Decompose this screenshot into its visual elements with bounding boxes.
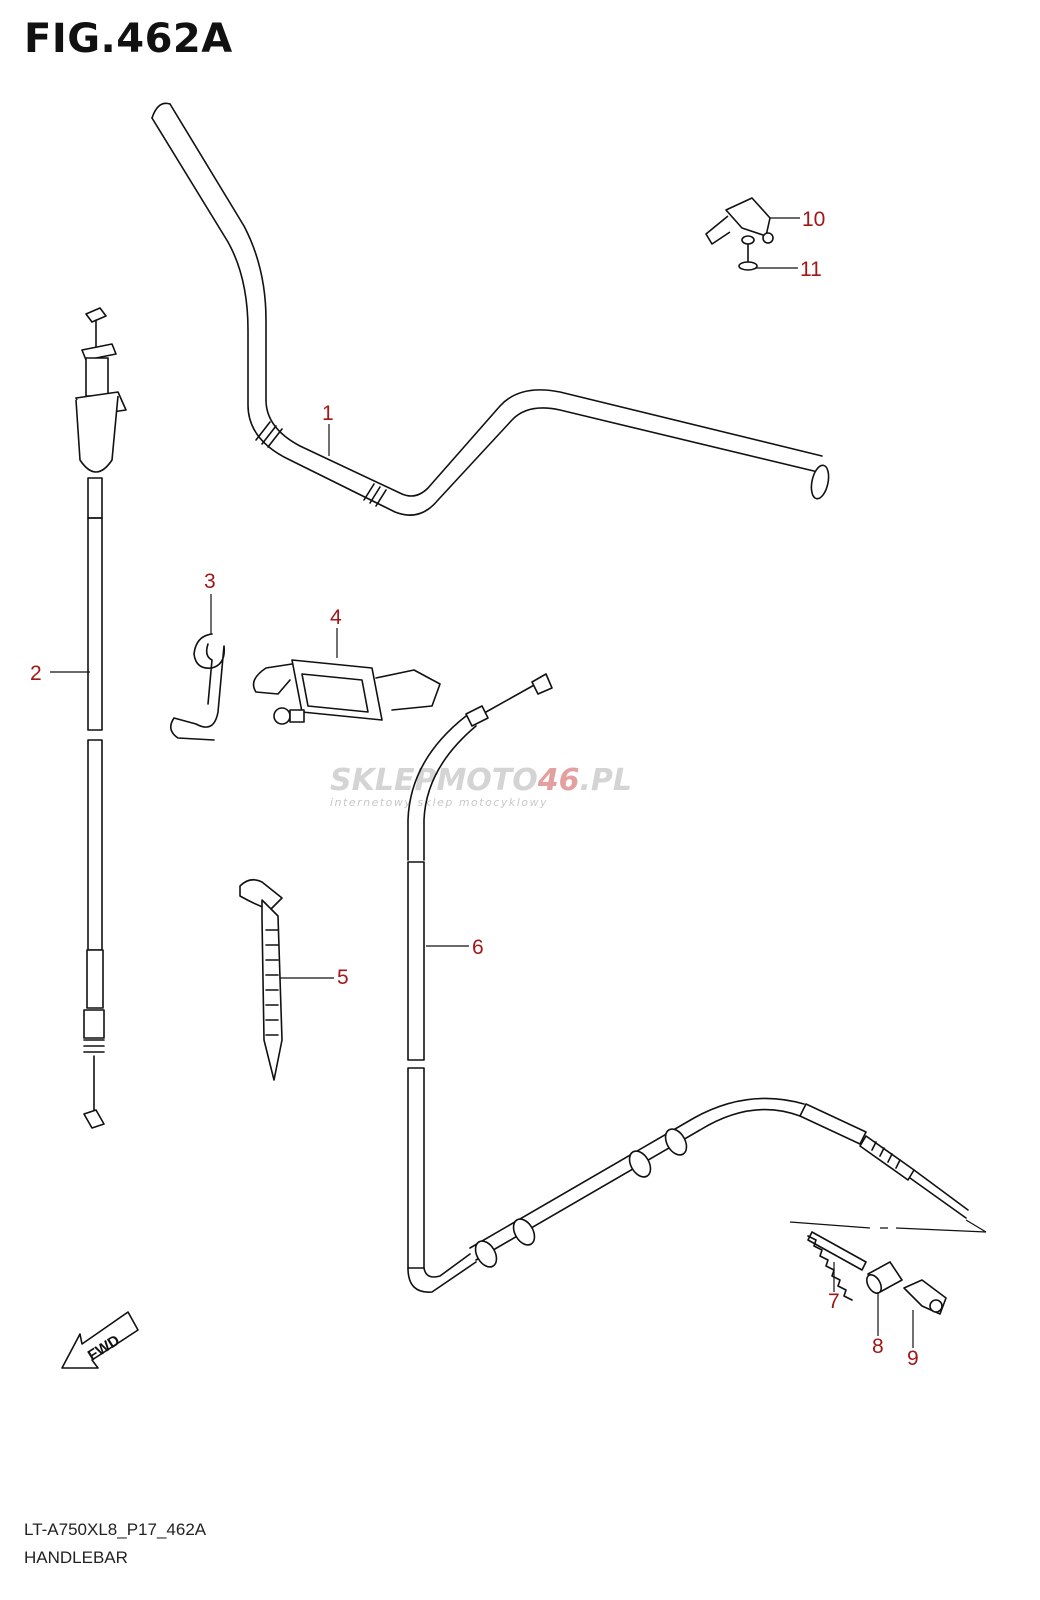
callout-6: 6 [472, 936, 484, 959]
callout-1: 1 [322, 402, 334, 425]
callout-7: 7 [828, 1290, 840, 1313]
handlebar-part-1[interactable] [151, 102, 831, 516]
callout-2: 2 [30, 662, 42, 685]
callout-9: 9 [907, 1347, 919, 1370]
brake-cable-part-6[interactable] [407, 673, 969, 1293]
bracket-part-4[interactable] [252, 659, 441, 725]
screw-part-11[interactable] [738, 235, 758, 271]
callout-5: 5 [337, 966, 349, 989]
callout-11: 11 [800, 258, 822, 281]
clip-part-3[interactable] [170, 633, 226, 741]
joint-part-9[interactable] [903, 1279, 947, 1315]
callout-4: 4 [330, 606, 342, 629]
svg-text:SKLEPMOTO46.PL: SKLEPMOTO46.PL [330, 763, 632, 798]
watermark-brand-num: 46 [537, 763, 580, 798]
watermark-tagline: internetowy sklep motocyklowy [330, 796, 548, 809]
cable-tie-part-5[interactable] [239, 878, 283, 1081]
fwd-arrow-icon: FWD [61, 1311, 139, 1369]
throttle-cable-part-2[interactable] [75, 307, 127, 1129]
diagram-code: LT-A750XL8_P17_462A [24, 1520, 207, 1539]
watermark-brand-mid: MOTO [436, 763, 537, 798]
callout-10: 10 [802, 208, 825, 231]
spring-part-7[interactable] [807, 1231, 867, 1301]
watermark: SKLEPMOTO46.PL internetowy sklep motocyk… [330, 763, 632, 809]
switch-bracket-part-10[interactable] [705, 197, 774, 245]
callout-8: 8 [872, 1335, 884, 1358]
callout-3: 3 [204, 570, 216, 593]
figure-title: FIG.462A [24, 16, 233, 62]
collar-part-8[interactable] [864, 1261, 903, 1296]
reference-line [789, 1219, 987, 1233]
leader-lines [50, 217, 914, 1348]
diagram-name: HANDLEBAR [24, 1548, 128, 1567]
callouts: 1 2 3 4 5 6 7 8 9 10 11 [30, 208, 919, 1370]
watermark-brand-right: .PL [580, 763, 633, 798]
watermark-brand-left: SKLEP [330, 763, 436, 798]
